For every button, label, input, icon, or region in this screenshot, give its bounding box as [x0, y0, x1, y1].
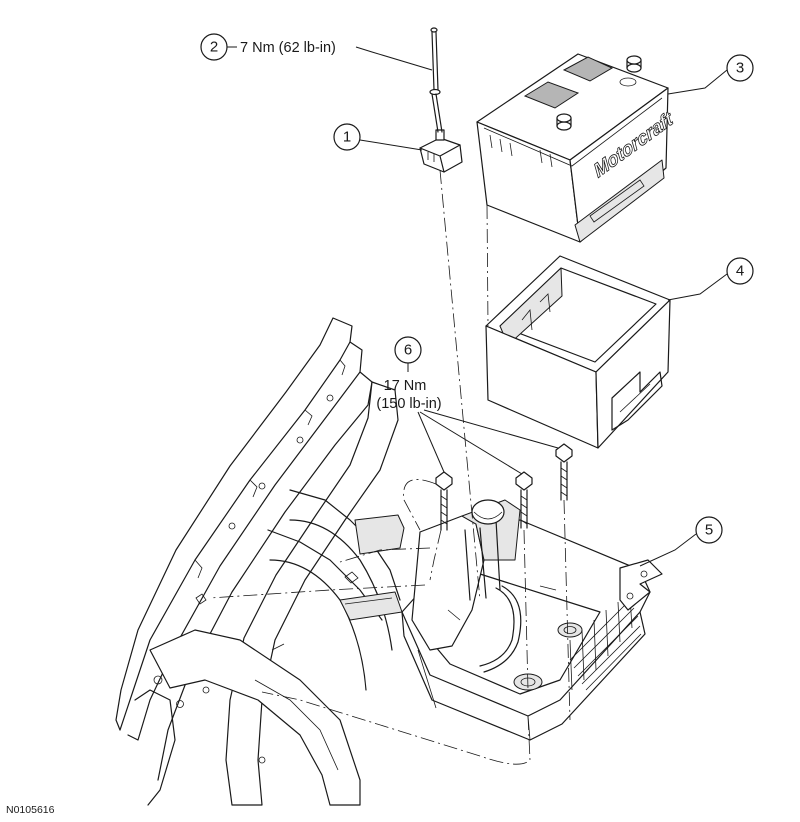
hold-down-clamp — [419, 129, 463, 173]
callout-1-number: 1 — [343, 129, 351, 146]
callout-6-number: 6 — [404, 342, 412, 359]
callout-2-number: 2 — [210, 39, 218, 56]
callout-1: 1 — [333, 123, 423, 151]
callout-2: 2 7 Nm (62 lb-in) — [200, 33, 433, 71]
hold-down-rod — [429, 27, 443, 133]
callout-3: 3 — [667, 54, 754, 95]
callout-2-torque-spec: 7 Nm (62 lb-in) — [240, 40, 336, 56]
callout-6-torque-spec-lbin: (150 lb-in) — [376, 396, 441, 412]
battery: Motorcraft — [476, 53, 678, 243]
callout-6: 6 17 Nm (150 lb-in) — [376, 336, 559, 475]
figure-id: N0105616 — [6, 804, 55, 816]
assembly-centerlines — [209, 169, 571, 765]
battery-tray — [401, 499, 663, 741]
callout-4: 4 — [667, 257, 754, 301]
callout-5: 5 — [639, 516, 723, 567]
callout-4-number: 4 — [736, 263, 744, 280]
battery-insulator — [485, 255, 671, 449]
callout-6-torque-spec-nm: 17 Nm — [384, 378, 427, 394]
vehicle-body-structure — [115, 317, 405, 806]
callout-3-number: 3 — [736, 60, 744, 77]
tray-vent-grid — [569, 595, 642, 691]
callout-5-number: 5 — [705, 522, 713, 539]
